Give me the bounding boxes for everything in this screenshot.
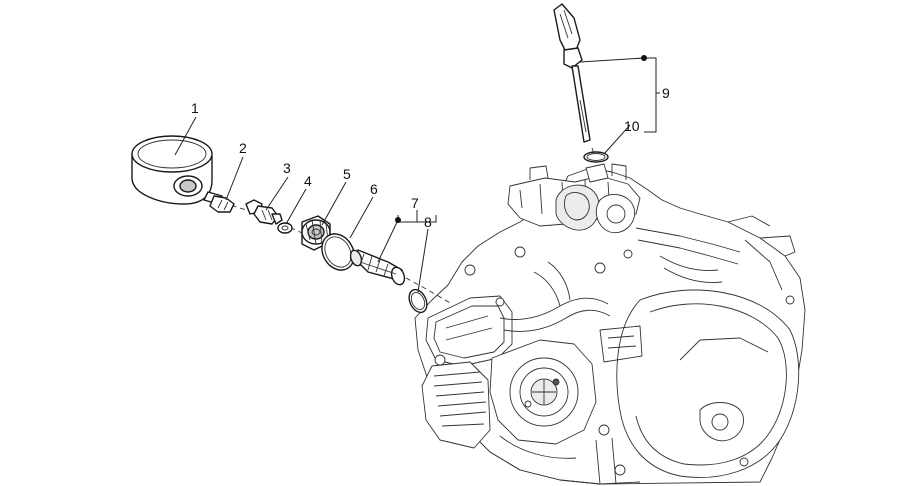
o-ring-small-part	[408, 288, 428, 314]
reference-dot-9	[641, 55, 647, 61]
washer-part	[277, 222, 293, 234]
union-fitting-part	[203, 191, 235, 213]
callout-1: 1	[191, 100, 199, 116]
drain-plug-part	[301, 215, 331, 251]
pressure-switch-part	[245, 199, 283, 225]
callout-3: 3	[283, 160, 291, 176]
callout-4: 4	[304, 173, 312, 189]
o-ring-part	[321, 233, 355, 271]
engine-block	[414, 163, 806, 485]
callout-9: 9	[662, 85, 670, 101]
callout-5: 5	[343, 166, 351, 182]
callout-6: 6	[370, 181, 378, 197]
callout-labels: 1 2 3 4 5 6 7 8 9 10	[191, 85, 670, 230]
dipstick-o-ring-part	[583, 151, 609, 163]
dipstick-part	[553, 3, 591, 143]
callout-10: 10	[624, 118, 640, 134]
callout-2: 2	[239, 140, 247, 156]
callout-8: 8	[424, 214, 432, 230]
strainer-part	[349, 249, 406, 286]
oil-filter-part	[131, 135, 213, 205]
reference-dot-7	[395, 217, 401, 223]
callout-7: 7	[411, 195, 419, 211]
leader-lines	[174, 55, 660, 293]
